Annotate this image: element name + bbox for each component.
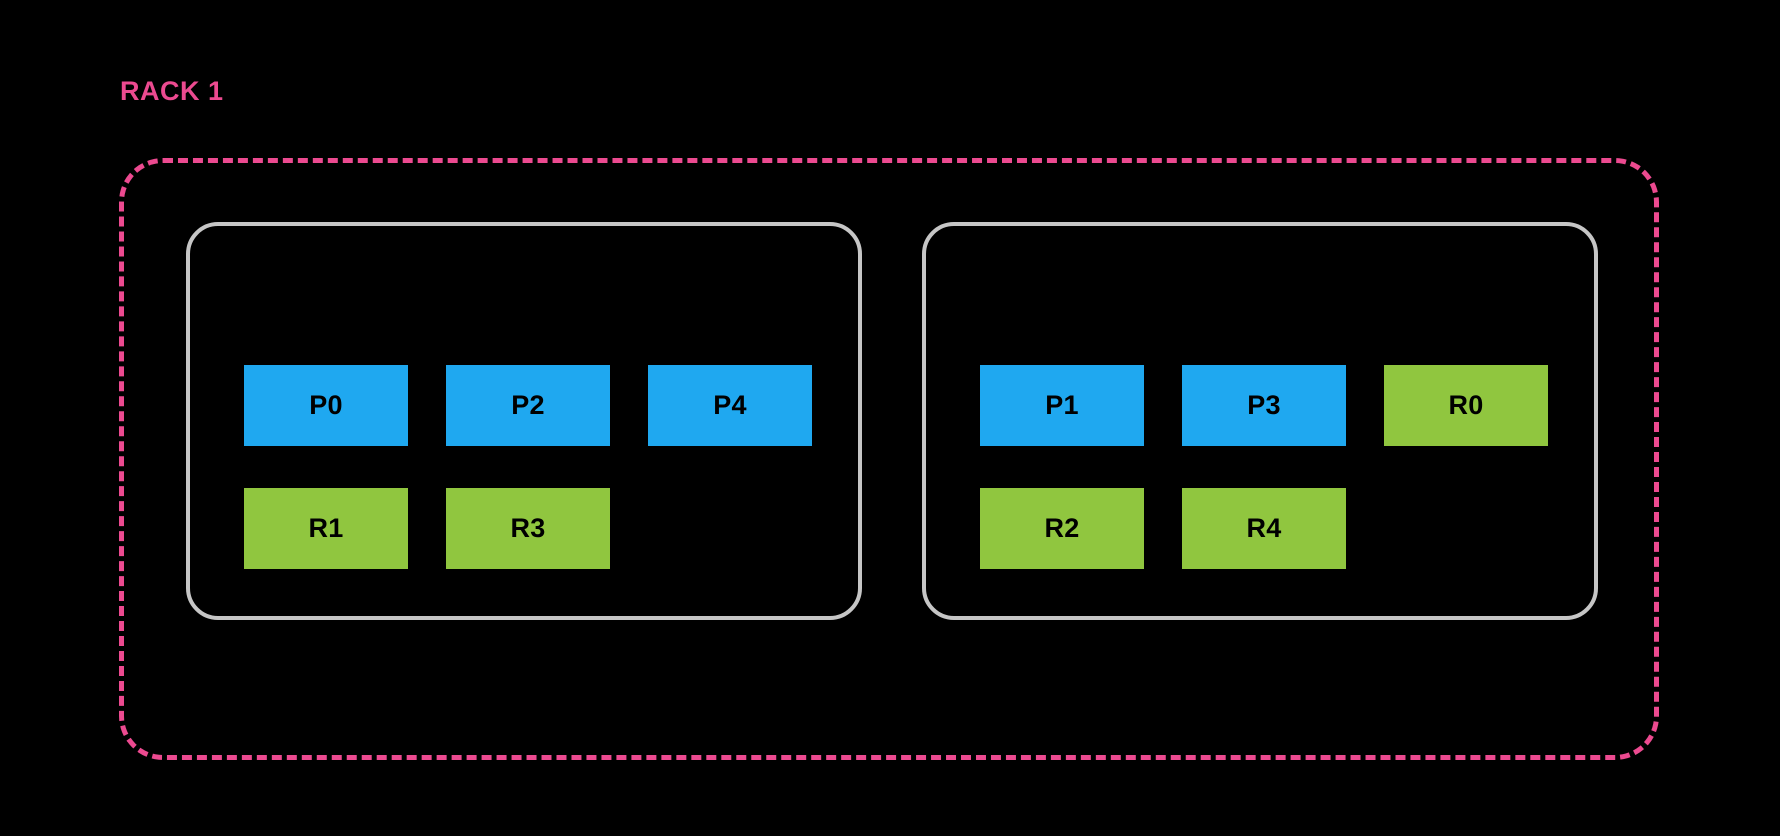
unit-row: P0 P2 P4 <box>244 365 812 446</box>
unit-chip-r0[interactable]: R0 <box>1384 365 1548 446</box>
unit-chip-r1[interactable]: R1 <box>244 488 408 569</box>
unit-chip-p3[interactable]: P3 <box>1182 365 1346 446</box>
unit-chip-p2[interactable]: P2 <box>446 365 610 446</box>
unit-chip-r2[interactable]: R2 <box>980 488 1144 569</box>
unit-row: R1 R3 <box>244 488 812 569</box>
unit-chip-r3[interactable]: R3 <box>446 488 610 569</box>
unit-row: R2 R4 <box>980 488 1548 569</box>
unit-chip-p4[interactable]: P4 <box>648 365 812 446</box>
unit-chip-r4[interactable]: R4 <box>1182 488 1346 569</box>
unit-chip-p0[interactable]: P0 <box>244 365 408 446</box>
rack-label: RACK 1 <box>120 76 224 106</box>
unit-chip-p1[interactable]: P1 <box>980 365 1144 446</box>
rack-boundary <box>119 158 1659 760</box>
unit-row: P1 P3 R0 <box>980 365 1548 446</box>
